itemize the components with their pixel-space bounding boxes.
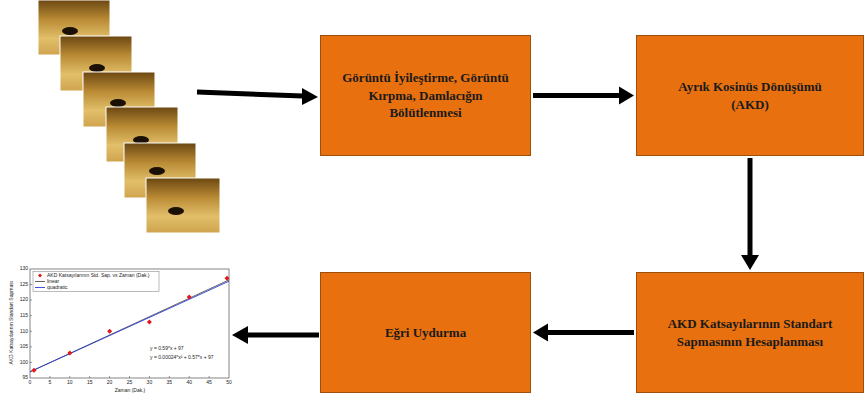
flow-arrow (741, 158, 759, 270)
box-label: AKD Katsayılarının Standart Sapmasının H… (648, 315, 853, 350)
input-arrow (197, 88, 318, 105)
legend-text: linear (47, 279, 59, 285)
arrow-head (302, 88, 318, 105)
flow-arrow (533, 87, 634, 105)
arrow-line (197, 92, 303, 96)
droplet (168, 207, 184, 215)
box-label: Görüntü İyileştirme, Görüntü Kırpma, Dam… (342, 69, 510, 122)
arrow-line (546, 330, 634, 335)
tick-label: 100 (20, 360, 28, 366)
tick-label: 125 (20, 282, 28, 288)
tick-label: 30 (147, 380, 153, 386)
output-arrow (232, 326, 319, 344)
chart-plot-area (30, 269, 229, 378)
tick-label: 35 (167, 380, 173, 386)
tick-label: 120 (20, 297, 28, 303)
tick-label: 20 (107, 380, 113, 386)
fit-equation: y = 0.00024*x² + 0.57*x + 97 (150, 355, 214, 361)
process-box: Eğri Uydurma (320, 272, 531, 393)
tick-label: 95 (22, 375, 28, 381)
legend-sample-marker (38, 274, 42, 278)
image-frames (38, 0, 220, 233)
tick-label: 15 (87, 380, 93, 386)
tick-label: 115 (20, 313, 28, 319)
fit-equation: y = 0.59*x + 97 (150, 346, 184, 352)
droplet (110, 99, 126, 107)
box-label: Ayrık Kosinüs Dönüşümü (AKD) (665, 78, 835, 113)
arrow-head (619, 87, 634, 105)
legend-sample-line (35, 287, 45, 288)
process-box: Ayrık Kosinüs Dönüşümü (AKD) (636, 35, 864, 156)
tick-label: 25 (127, 380, 133, 386)
legend-text: AKD Katsayılarının Std. Sap. vs Zaman (D… (47, 273, 150, 279)
process-box: AKD Katsayılarının Standart Sapmasının H… (636, 272, 864, 393)
droplet (149, 167, 165, 175)
tick-label: 0 (29, 380, 32, 386)
tick-label: 130 (20, 266, 28, 272)
legend-box (33, 272, 159, 292)
tick-label: 5 (49, 380, 52, 386)
legend-text: quadratic (47, 285, 68, 291)
arrow-head (232, 326, 248, 344)
tick-label: 45 (206, 380, 212, 386)
axis-title: Zaman (Dak.) (115, 388, 146, 394)
droplet (62, 27, 78, 35)
tick-label: 40 (186, 380, 192, 386)
box-label: Eğri Uydurma (385, 324, 466, 342)
chart (30, 269, 230, 378)
quadratic-fit-line (30, 281, 229, 372)
image-frame (146, 178, 220, 233)
legend-sample-line (35, 281, 45, 282)
flow-arrow (533, 324, 634, 342)
linear-fit-line (30, 280, 229, 372)
process-box: Görüntü İyileştirme, Görüntü Kırpma, Dam… (320, 35, 531, 156)
arrow-head (741, 255, 759, 270)
tick-label: 105 (20, 344, 28, 350)
tick-label: 110 (20, 329, 28, 335)
axis-title: AKD Katsayılarının Standart Sapması (9, 281, 15, 365)
tick-label: 50 (226, 380, 232, 386)
arrow-line (748, 158, 753, 257)
arrow-line (533, 93, 621, 98)
tick-label: 10 (67, 380, 73, 386)
arrow-line (247, 333, 319, 338)
arrow-head (533, 324, 548, 342)
droplet (89, 64, 105, 72)
